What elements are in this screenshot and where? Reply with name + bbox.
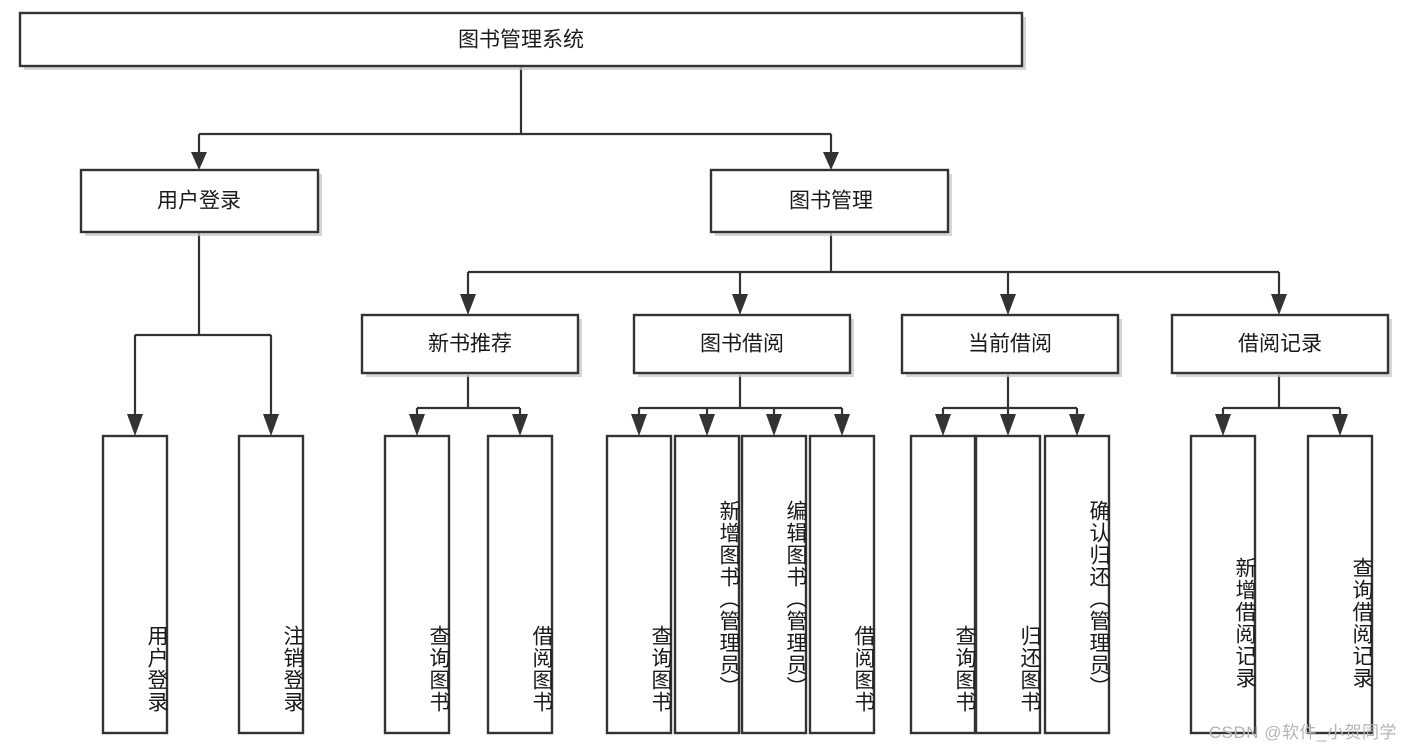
arrow-to-borrow-record — [1271, 294, 1287, 315]
arrow-leaf-user-login — [127, 414, 143, 436]
leaf-borrowrecord-query-record-box — [1306, 434, 1374, 735]
leaf-logout[interactable] — [237, 434, 305, 735]
node-root[interactable]: 图书管理系统 — [18, 11, 1026, 70]
arrow-to-book-borrow — [732, 294, 748, 315]
arrow-newbook-leaf-2 — [512, 414, 528, 436]
root-label: 图书管理系统 — [458, 29, 584, 52]
leaf-newbook-borrow-book-box — [486, 434, 554, 735]
leaf-logout-box — [237, 434, 305, 735]
new-book-recommend-box — [360, 313, 580, 375]
leaf-borrowrecord-add-record-box — [1189, 434, 1257, 735]
leaf-bookborrow-add-book[interactable] — [673, 434, 741, 735]
book-borrow-box — [632, 313, 852, 375]
book-manage-box — [709, 168, 950, 234]
leaf-bookborrow-query-book-box — [605, 434, 673, 735]
arrow-to-current-borrow — [1000, 294, 1016, 315]
node-new-book-recommend[interactable]: 新书推荐 — [360, 313, 582, 377]
arrow-currentborrow-leaf-1 — [935, 414, 951, 436]
node-book-borrow[interactable]: 图书借阅 — [632, 313, 854, 377]
arrow-to-book-manage — [823, 152, 839, 170]
arrow-bookborrow-leaf-4 — [834, 414, 850, 436]
new-book-recommend-label: 新书推荐 — [428, 333, 512, 356]
leaf-bookborrow-borrow-book-box — [808, 434, 876, 735]
node-borrow-record[interactable]: 借阅记录 — [1170, 313, 1392, 377]
leaf-newbook-query-book[interactable] — [383, 434, 451, 735]
arrow-to-new-book — [460, 294, 476, 315]
leaf-user-login[interactable] — [101, 434, 169, 735]
node-book-manage[interactable]: 图书管理 — [709, 168, 952, 236]
edges-group — [127, 66, 1348, 436]
leaf-currentborrow-return-book[interactable] — [974, 434, 1042, 735]
leaf-currentborrow-query-book-box — [909, 434, 977, 735]
leaf-user-login-box — [101, 434, 169, 735]
csdn-watermark: CSDN @软件_小贺同学 — [1208, 723, 1397, 742]
leaf-bookborrow-query-book[interactable] — [605, 434, 673, 735]
borrow-record-label: 借阅记录 — [1238, 333, 1322, 356]
book-manage-label: 图书管理 — [789, 190, 873, 213]
borrow-record-box — [1170, 313, 1390, 375]
leaf-borrowrecord-add-record[interactable] — [1189, 434, 1257, 735]
leaf-borrowrecord-query-record[interactable] — [1306, 434, 1374, 735]
arrow-to-user-login — [191, 152, 207, 170]
leaf-bookborrow-edit-book[interactable] — [740, 434, 808, 735]
current-borrow-label: 当前借阅 — [968, 333, 1052, 356]
leaf-bookborrow-add-book-box — [673, 434, 741, 735]
arrow-currentborrow-leaf-2 — [1000, 414, 1016, 436]
arrow-borrowrecord-leaf-2 — [1332, 414, 1348, 436]
leaf-currentborrow-query-book[interactable] — [909, 434, 977, 735]
arrow-newbook-leaf-1 — [409, 414, 425, 436]
leaf-bookborrow-edit-book-box — [740, 434, 808, 735]
user-login-box — [79, 168, 320, 234]
arrow-borrowrecord-leaf-1 — [1215, 414, 1231, 436]
leaf-currentborrow-confirm-return-box — [1043, 434, 1111, 735]
arrow-bookborrow-leaf-2 — [699, 414, 715, 436]
node-current-borrow[interactable]: 当前借阅 — [900, 313, 1122, 377]
node-user-login[interactable]: 用户登录 — [79, 168, 322, 236]
arrow-currentborrow-leaf-3 — [1069, 414, 1085, 436]
arrow-leaf-logout — [263, 414, 279, 436]
leaf-currentborrow-confirm-return[interactable] — [1043, 434, 1111, 735]
book-borrow-label: 图书借阅 — [700, 333, 784, 356]
arrow-bookborrow-leaf-3 — [766, 414, 782, 436]
arrow-bookborrow-leaf-1 — [631, 414, 647, 436]
leaf-bookborrow-borrow-book[interactable] — [808, 434, 876, 735]
leaf-currentborrow-return-book-box — [974, 434, 1042, 735]
leaf-newbook-borrow-book[interactable] — [486, 434, 554, 735]
leaf-newbook-query-book-box — [383, 434, 451, 735]
user-login-label: 用户登录 — [157, 190, 241, 213]
root-box — [18, 11, 1024, 68]
current-borrow-box — [900, 313, 1120, 375]
